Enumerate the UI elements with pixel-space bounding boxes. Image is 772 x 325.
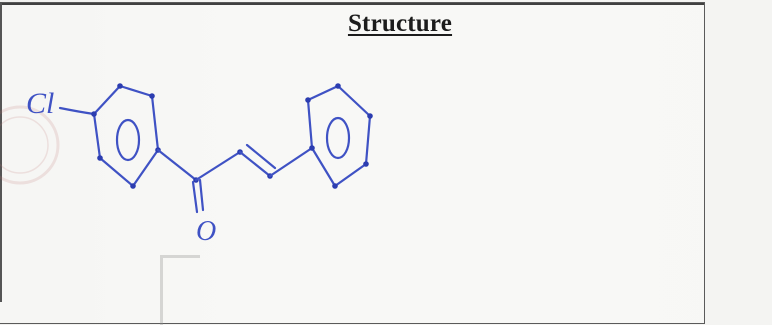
alkene-ring-bond xyxy=(268,146,314,178)
carbonyl-bond-b xyxy=(198,178,205,212)
chlorine-label-text: Cl xyxy=(26,87,54,120)
section-heading: Structure xyxy=(347,10,453,37)
alkene-bond-b xyxy=(245,143,277,170)
right-ring-inner-circle xyxy=(325,116,351,160)
structure-table-cell xyxy=(0,2,705,324)
left-benzene-ring xyxy=(92,84,160,188)
right-benzene-ring xyxy=(306,84,372,188)
ring-carbonyl-bond xyxy=(156,148,198,182)
table-top-border xyxy=(0,3,704,5)
table-left-border xyxy=(0,2,2,302)
cl-ring-bond xyxy=(58,106,96,116)
alkene-bond-a xyxy=(238,150,272,178)
left-ring-inner-circle xyxy=(115,118,141,162)
chlorine-label: Cl xyxy=(26,87,54,120)
carbonyl-bond-a xyxy=(191,180,199,214)
carbonyl-alpha-bond xyxy=(194,150,242,182)
faded-stamp-icon xyxy=(0,105,60,185)
faded-background-mark xyxy=(160,255,200,325)
oxygen-label: O xyxy=(196,216,216,247)
